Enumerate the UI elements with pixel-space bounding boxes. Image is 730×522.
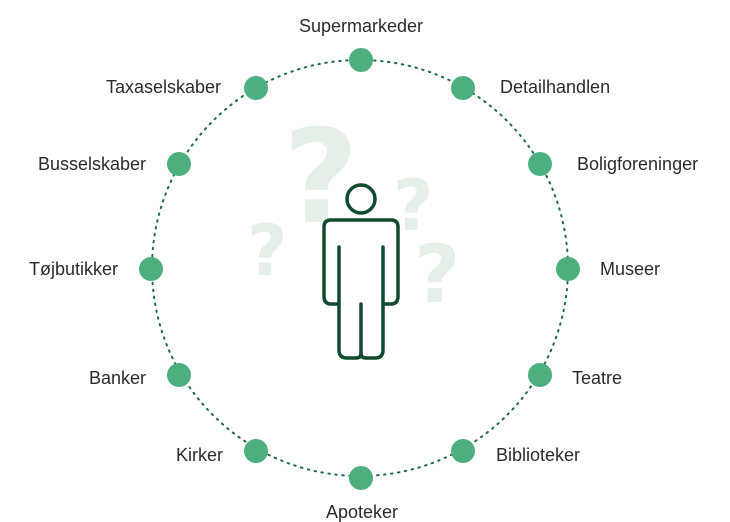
question-mark-icon-small-left: ? [247, 210, 288, 292]
node-label-taxaselskaber: Taxaselskaber [106, 77, 221, 97]
node-dot [451, 76, 475, 100]
node-detailhandlen: Detailhandlen [451, 76, 610, 100]
node-dot [139, 257, 163, 281]
node-dot [528, 152, 552, 176]
node-kirker: Kirker [176, 439, 268, 465]
node-busselskaber: Busselskaber [38, 152, 191, 176]
question-mark-icon-large: ? [283, 101, 358, 253]
node-taxaselskaber: Taxaselskaber [106, 76, 268, 100]
node-dot [167, 152, 191, 176]
node-dot [244, 76, 268, 100]
node-dot [167, 363, 191, 387]
node-museer: Museer [556, 257, 660, 281]
node-label-detailhandlen: Detailhandlen [500, 77, 610, 97]
node-banker: Banker [89, 363, 191, 388]
question-mark-icon-medium: ? [414, 228, 460, 321]
node-label-teatre: Teatre [572, 368, 622, 388]
node-tojbutikker: Tøjbutikker [29, 257, 163, 281]
node-dot [451, 439, 475, 463]
node-label-kirker: Kirker [176, 445, 223, 465]
node-apoteker: Apoteker [326, 466, 398, 522]
node-boligforeninger: Boligforeninger [528, 152, 698, 176]
node-label-banker: Banker [89, 368, 146, 388]
node-label-biblioteker: Biblioteker [496, 445, 580, 465]
node-dot [349, 466, 373, 490]
node-dot [349, 48, 373, 72]
node-label-apoteker: Apoteker [326, 502, 398, 522]
node-dot [556, 257, 580, 281]
node-biblioteker: Biblioteker [451, 439, 580, 465]
person-icon [322, 183, 400, 360]
node-dot [528, 363, 552, 387]
question-mark-icon-small-right: ? [393, 165, 434, 247]
person-icon-head [345, 183, 377, 215]
node-label-museer: Museer [600, 259, 660, 279]
node-label-supermarkeder: Supermarkeder [299, 16, 423, 36]
node-dot [244, 439, 268, 463]
node-supermarkeder: Supermarkeder [299, 16, 423, 72]
dotted-ring [151, 59, 569, 477]
question-marks-background: ? ? ? ? [247, 101, 460, 321]
node-label-boligforeninger: Boligforeninger [577, 154, 698, 174]
node-label-tojbutikker: Tøjbutikker [29, 259, 118, 279]
node-teatre: Teatre [528, 363, 622, 388]
node-label-busselskaber: Busselskaber [38, 154, 146, 174]
